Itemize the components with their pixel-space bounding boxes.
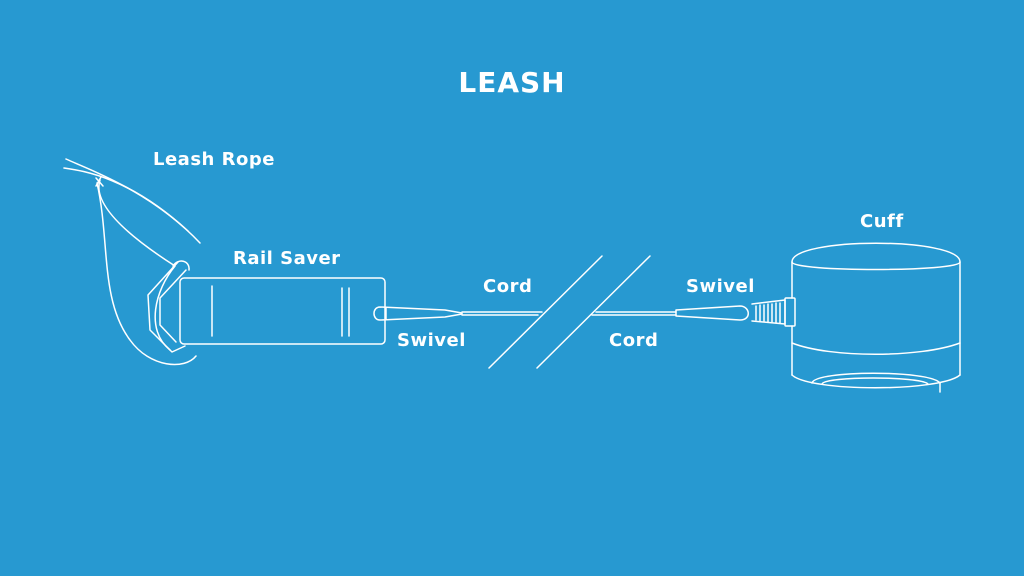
label-cord-bottom: Cord bbox=[609, 330, 659, 351]
label-swivel-left: Swivel bbox=[397, 330, 466, 351]
rail-saver-hook bbox=[147, 260, 190, 353]
swivel-left bbox=[373, 306, 463, 321]
cord-left bbox=[461, 311, 543, 316]
label-rail-saver: Rail Saver bbox=[233, 248, 341, 269]
leash-rope bbox=[63, 158, 201, 366]
rail-saver bbox=[179, 277, 386, 345]
label-swivel-right: Swivel bbox=[686, 276, 755, 297]
swivel-right bbox=[675, 297, 796, 327]
label-leash-rope: Leash Rope bbox=[153, 149, 275, 170]
cuff bbox=[791, 242, 961, 393]
label-cord-top: Cord bbox=[483, 276, 533, 297]
diagram-title: LEASH bbox=[458, 66, 566, 99]
cord-right bbox=[591, 311, 677, 316]
cord-break-marks bbox=[488, 255, 651, 369]
label-cuff: Cuff bbox=[860, 211, 904, 232]
